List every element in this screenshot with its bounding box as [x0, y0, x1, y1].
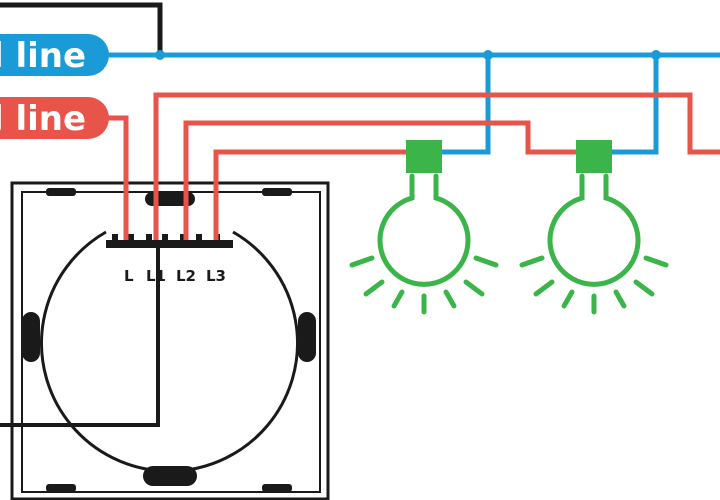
terminal-label-L1: L1	[146, 267, 166, 285]
bulb-ray	[473, 255, 499, 268]
neutral-wire-bulb-2	[612, 55, 659, 155]
bulb-ray	[443, 289, 457, 309]
bulb-ray	[463, 279, 485, 297]
black-wire-bottom	[0, 246, 160, 427]
bulb-ray	[533, 279, 555, 297]
bulb-ray	[643, 255, 669, 268]
panel-slot	[46, 484, 76, 492]
black-wire-top	[0, 2, 163, 55]
switch-panel	[10, 181, 330, 500]
bulb-ray	[561, 289, 575, 309]
live-wires	[105, 92, 720, 240]
bulb-cap	[406, 140, 442, 173]
live-wire-L2	[183, 120, 578, 240]
bulb-cap	[576, 140, 612, 173]
bulb-ray	[391, 289, 405, 309]
bulb-ray	[633, 279, 655, 297]
panel-slot	[262, 188, 292, 196]
neutral-junction	[155, 50, 165, 60]
bulb-ray	[363, 279, 385, 297]
terminal-label-L3: L3	[206, 267, 226, 285]
live-wire-L	[105, 115, 129, 240]
terminal-label-L2: L2	[176, 267, 196, 285]
terminal-label-L: L	[124, 267, 134, 285]
screw-slot-left	[22, 312, 40, 362]
live-wire-L1	[153, 92, 720, 240]
live-wire-L3	[213, 149, 408, 240]
bulb-ray	[519, 255, 545, 268]
neutral-wires	[100, 50, 720, 155]
neutral-line-text: l line	[0, 36, 86, 76]
screw-slot-bottom	[143, 466, 197, 486]
bulb-ray	[349, 255, 375, 268]
bulb-glass	[377, 173, 471, 287]
screw-slot-right	[298, 312, 316, 362]
panel-slot	[46, 188, 76, 196]
terminal-labels: L L1 L2 L3	[124, 267, 226, 285]
bulb-glass	[547, 173, 641, 287]
light-bulb-icon	[519, 140, 669, 315]
terminal-block	[106, 232, 233, 248]
live-line-label: l line	[0, 97, 109, 139]
neutral-line-label: l line	[0, 34, 109, 76]
mounting-circle	[40, 230, 299, 473]
live-line-text: l line	[0, 99, 86, 139]
panel-slot	[262, 484, 292, 492]
neutral-junction	[651, 50, 661, 60]
light-bulb-icon	[349, 140, 499, 315]
neutral-wire-bulb-1	[442, 55, 491, 155]
bulb-ray	[613, 289, 627, 309]
neutral-junction	[483, 50, 493, 60]
